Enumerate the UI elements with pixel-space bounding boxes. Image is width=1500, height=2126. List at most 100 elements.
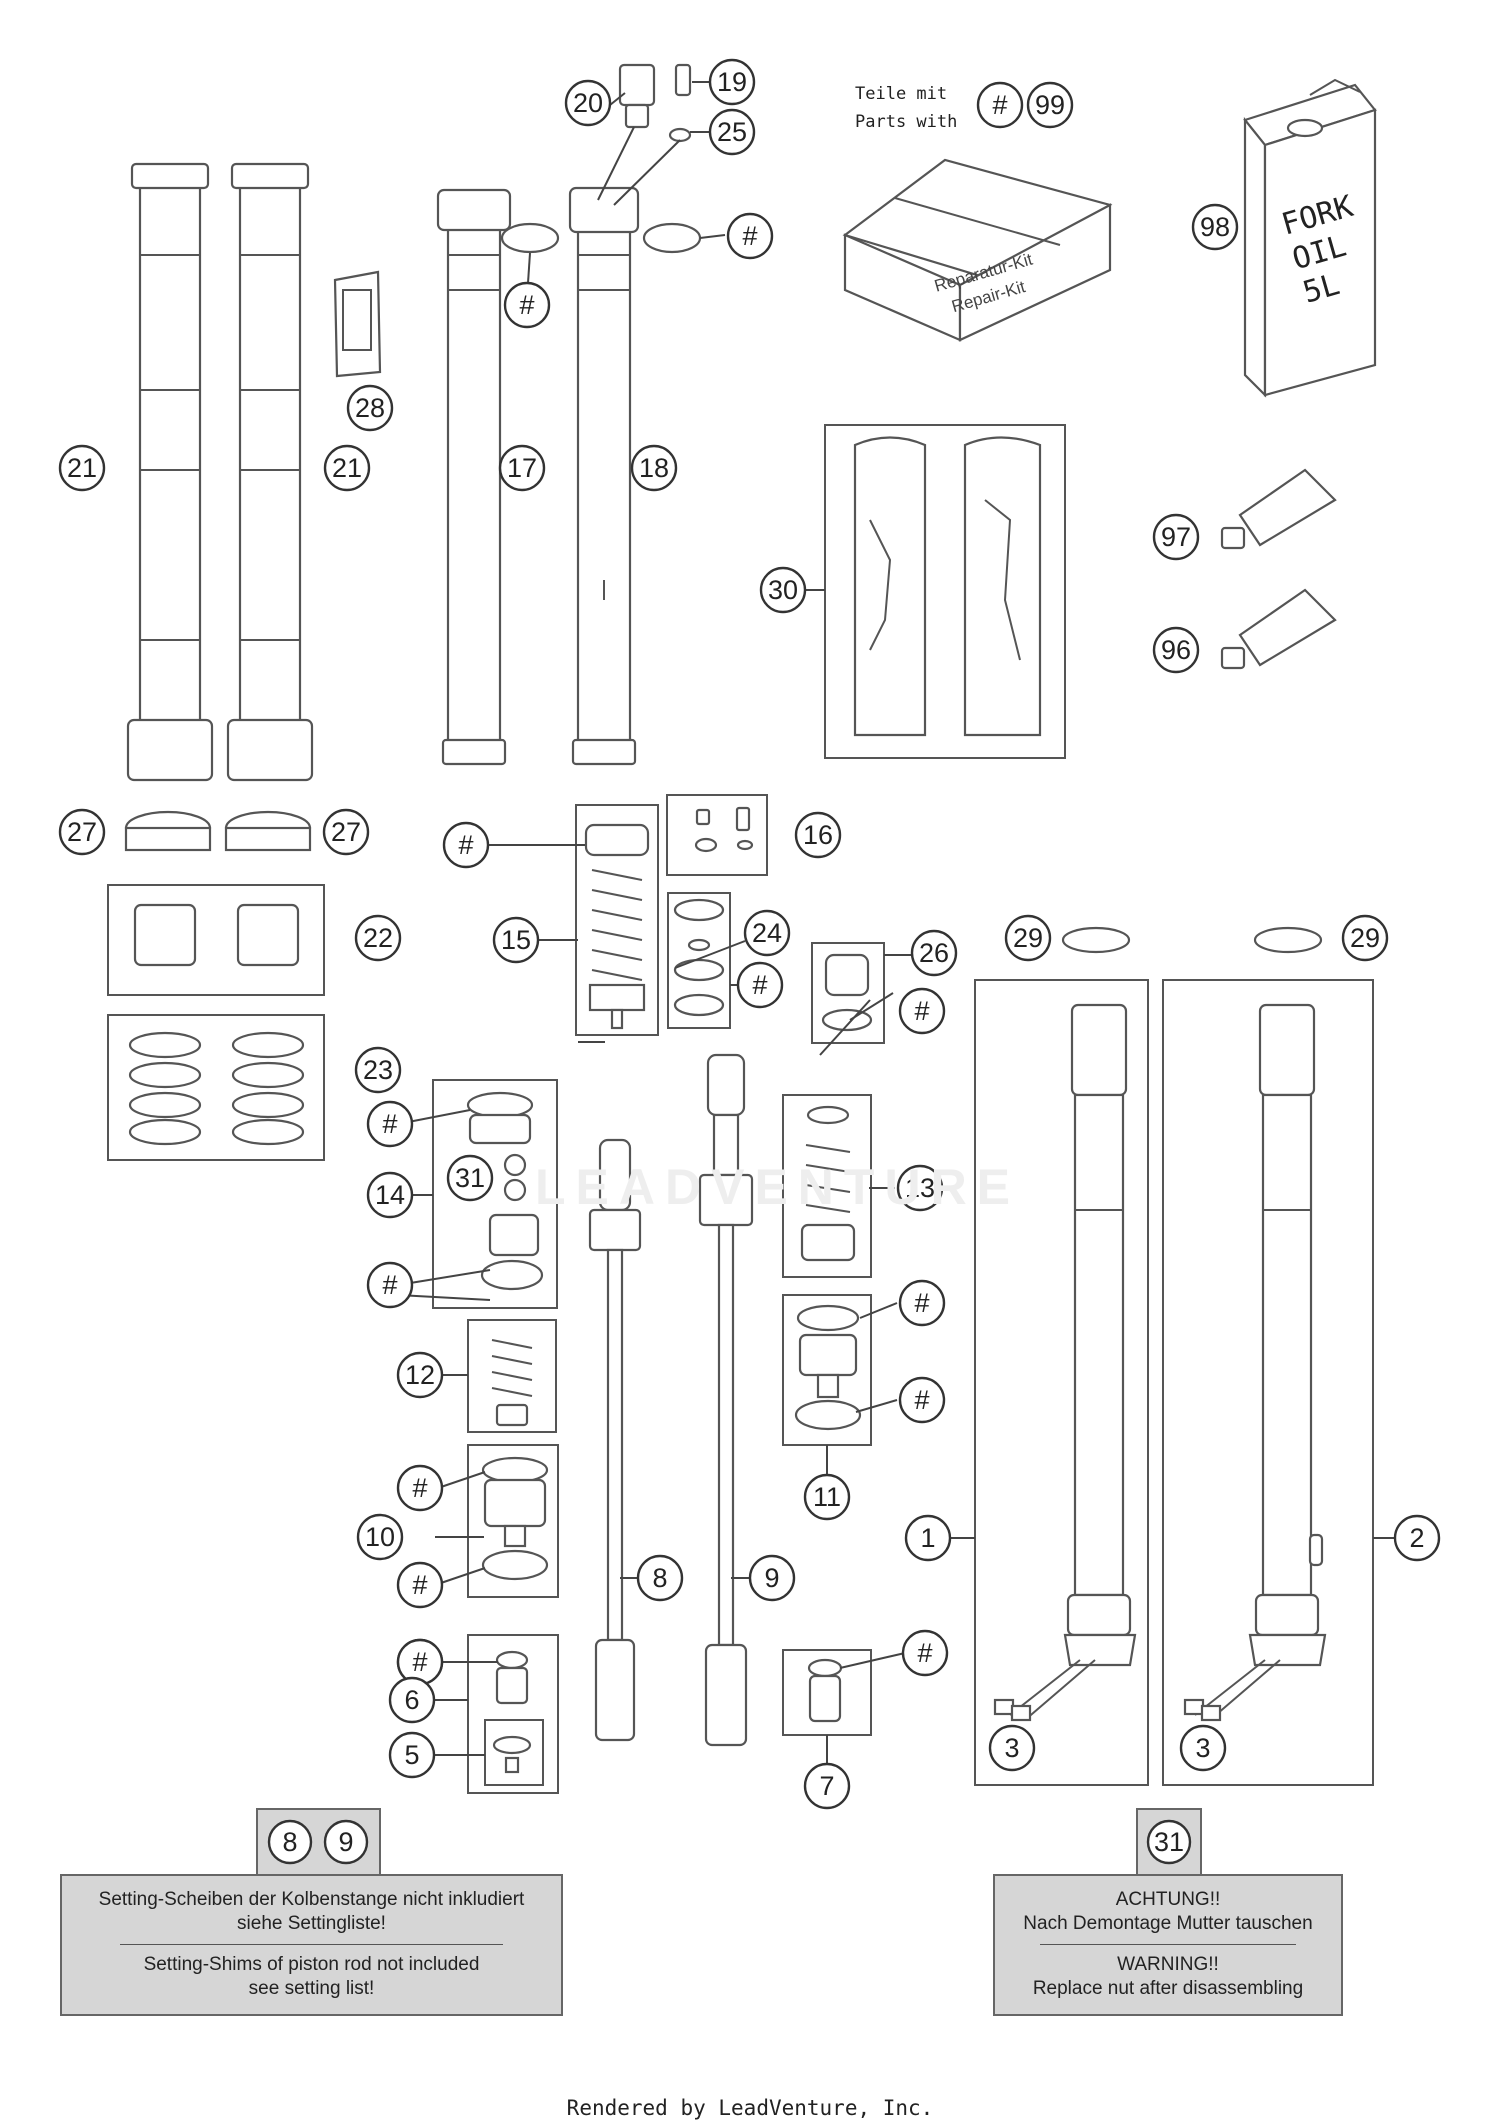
- parts-with-label: Teile mit Parts with: [855, 80, 957, 136]
- note-left-divider: [120, 1944, 503, 1945]
- svg-text:#: #: [382, 1109, 397, 1139]
- callout-hash: #: [976, 81, 1024, 129]
- callout-14: 14: [366, 1171, 414, 1219]
- callout-31: 31: [1146, 1819, 1192, 1865]
- note-right-de-1: ACHTUNG!!: [1115, 1889, 1221, 1910]
- grease-tube-97: [1220, 468, 1337, 550]
- cartridge-tube-18: [568, 186, 640, 766]
- svg-text:9: 9: [764, 1563, 779, 1593]
- callout-31: 31: [446, 1154, 494, 1202]
- svg-text:11: 11: [813, 1482, 841, 1512]
- svg-text:3: 3: [1004, 1733, 1019, 1763]
- svg-text:18: 18: [639, 453, 669, 483]
- parts-with-en: Parts with: [855, 112, 958, 132]
- callout-16: 16: [794, 811, 842, 859]
- note-left-ref-icons: 8 9: [267, 1819, 369, 1865]
- svg-text:27: 27: [331, 817, 361, 847]
- svg-text:31: 31: [455, 1163, 485, 1193]
- dust-ring: [124, 826, 212, 852]
- callout-3: 3: [1179, 1724, 1227, 1772]
- svg-text:9: 9: [338, 1827, 353, 1857]
- shims: [673, 898, 725, 1017]
- o-ring-29: [1253, 926, 1323, 954]
- callout-24: 24: [743, 909, 791, 957]
- callout-15: 15: [492, 916, 540, 964]
- svg-text:17: 17: [507, 453, 537, 483]
- valve-7: [807, 1658, 843, 1723]
- piston-rod-9: [698, 1053, 754, 1747]
- svg-text:#: #: [992, 90, 1007, 120]
- callout-22: 22: [354, 914, 402, 962]
- svg-text:96: 96: [1161, 635, 1191, 665]
- note-right-refs: 31: [1136, 1808, 1202, 1876]
- callout-hash: #: [366, 1261, 414, 1309]
- callout-hash: #: [901, 1629, 949, 1677]
- callout-hash: #: [503, 281, 551, 329]
- o-ring: [500, 222, 560, 254]
- svg-text:6: 6: [404, 1685, 419, 1715]
- outer-tube-left: [126, 162, 214, 782]
- callout-9: 9: [748, 1554, 796, 1602]
- fork-leg-2-box: [1162, 979, 1374, 1786]
- svg-text:#: #: [914, 1288, 929, 1318]
- note-left-de-2: siehe Settingliste!: [237, 1913, 386, 1934]
- svg-text:14: 14: [375, 1180, 405, 1210]
- note-right: ACHTUNG!! Nach Demontage Mutter tauschen…: [993, 1874, 1343, 2016]
- callout-28: 28: [346, 384, 394, 432]
- callout-hash: #: [898, 1376, 946, 1424]
- small-hardware: [694, 806, 754, 853]
- svg-text:#: #: [914, 996, 929, 1026]
- svg-text:10: 10: [365, 1522, 395, 1552]
- callout-hash: #: [396, 1561, 444, 1609]
- callout-13: 13: [896, 1164, 944, 1212]
- valve-26: [821, 953, 873, 1032]
- leader-lines: [397, 81, 1395, 1765]
- valve-5: [492, 1735, 532, 1774]
- svg-text:16: 16: [803, 820, 833, 850]
- callout-hash: #: [898, 987, 946, 1035]
- callout-27: 27: [322, 808, 370, 856]
- o-ring: [642, 222, 702, 254]
- svg-text:15: 15: [501, 925, 531, 955]
- dust-ring: [224, 826, 312, 852]
- svg-text:#: #: [412, 1473, 427, 1503]
- callout-8: 8: [267, 1819, 313, 1865]
- valve-10: [481, 1456, 549, 1581]
- svg-text:1: 1: [920, 1523, 935, 1553]
- callout-29: 29: [1341, 914, 1389, 962]
- callout-6: 6: [388, 1676, 436, 1724]
- footer-credit: Rendered by LeadVenture, Inc.: [566, 2096, 934, 2120]
- watermark: LEADVENTURE: [535, 1159, 1021, 1215]
- callout-18: 18: [630, 444, 678, 492]
- svg-text:97: 97: [1161, 522, 1191, 552]
- svg-text:#: #: [412, 1570, 427, 1600]
- svg-text:20: 20: [573, 88, 603, 118]
- svg-text:#: #: [519, 290, 534, 320]
- svg-text:28: 28: [355, 393, 385, 423]
- o-ring-29: [1061, 926, 1131, 954]
- callout-hash: #: [442, 821, 490, 869]
- shim-box: [667, 892, 731, 1029]
- callout-30: 30: [759, 566, 807, 614]
- fork-leg-1-box: [974, 979, 1149, 1786]
- svg-text:24: 24: [752, 918, 782, 948]
- svg-text:#: #: [742, 221, 757, 251]
- svg-text:7: 7: [819, 1771, 834, 1801]
- note-left-refs: 8 9: [256, 1808, 381, 1876]
- callout-hash: #: [396, 1464, 444, 1512]
- callout-20: 20: [564, 79, 612, 127]
- seals-box: [107, 1014, 325, 1161]
- svg-text:99: 99: [1035, 90, 1065, 120]
- callout-12: 12: [396, 1351, 444, 1399]
- svg-text:2: 2: [1409, 1523, 1424, 1553]
- callout-hash: #: [366, 1100, 414, 1148]
- hardware-box: [666, 794, 768, 876]
- grease-tube-96: [1220, 588, 1337, 670]
- svg-text:26: 26: [919, 938, 949, 968]
- note-left-en-1: Setting-Shims of piston rod not included: [143, 1954, 480, 1975]
- valve-13: [800, 1105, 856, 1262]
- svg-text:29: 29: [1350, 923, 1380, 953]
- callout-8: 8: [636, 1554, 684, 1602]
- valve-14: [466, 1091, 544, 1291]
